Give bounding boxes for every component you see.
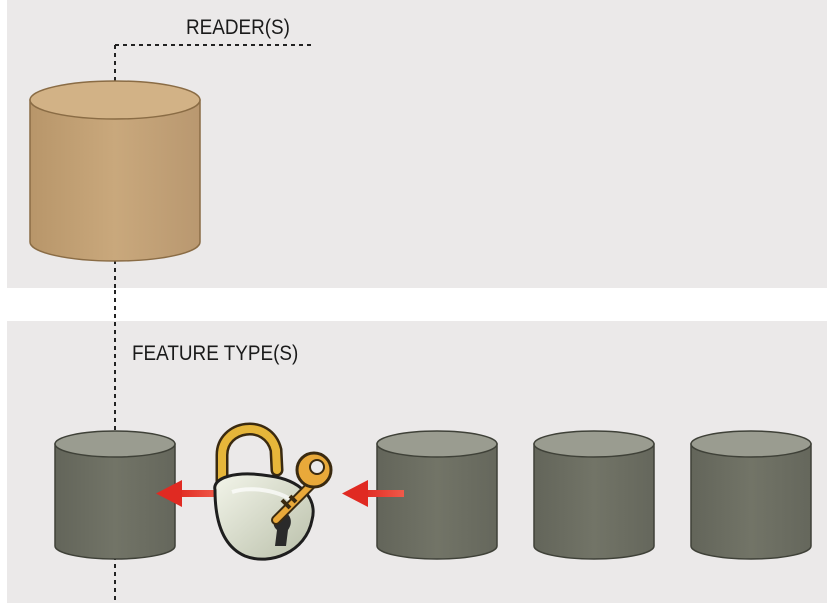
feature-type-database-icon bbox=[533, 430, 655, 560]
key-icon bbox=[271, 451, 333, 525]
feature-type-database-icon bbox=[54, 430, 176, 560]
connector-lines bbox=[114, 44, 312, 603]
reader-label: READER(S) bbox=[186, 16, 290, 39]
arrow-left-icon bbox=[156, 480, 218, 507]
arrow-left-icon bbox=[342, 480, 404, 507]
feature-type-database-icon bbox=[690, 430, 812, 560]
feature-type-database-icon bbox=[376, 430, 498, 560]
reader-database-icon bbox=[29, 80, 201, 262]
feature-type-label: FEATURE TYPE(S) bbox=[132, 342, 299, 365]
